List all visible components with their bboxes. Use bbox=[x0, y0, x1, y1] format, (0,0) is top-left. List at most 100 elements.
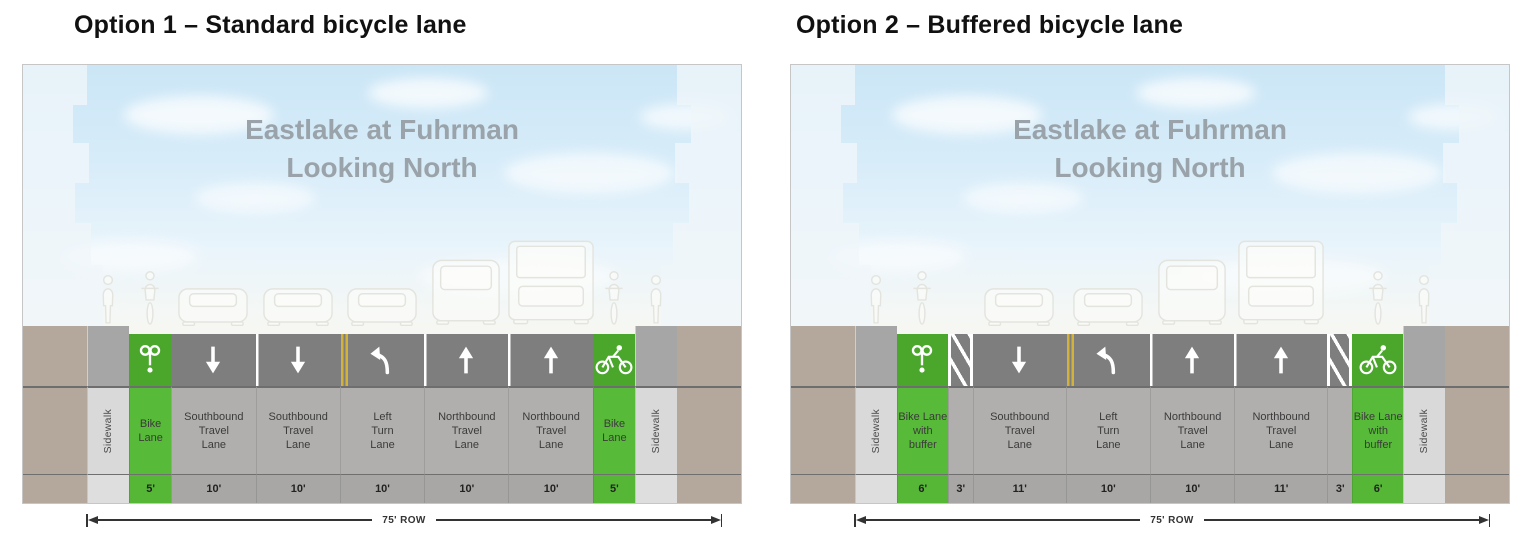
road-surface-travel bbox=[339, 334, 425, 386]
lane-label: Bike Lane with buffer bbox=[898, 410, 948, 452]
lane-width-value: 10' bbox=[1100, 483, 1116, 495]
lane-width-value: 3' bbox=[956, 483, 966, 495]
lane-width-value: 11' bbox=[1274, 483, 1289, 495]
lane-column-travel: Northbound Travel Lane 10' bbox=[424, 65, 509, 503]
row-width-dimension: 75' ROW bbox=[854, 511, 1490, 529]
sidewalk-surface bbox=[855, 326, 897, 386]
lane-label: Sidewalk bbox=[869, 408, 882, 454]
road-surface-bike bbox=[1352, 334, 1403, 386]
lane-label-cell bbox=[23, 386, 87, 474]
dimension-tick bbox=[86, 513, 88, 527]
building-frontage-strip bbox=[676, 326, 741, 386]
dimension-tick bbox=[720, 513, 722, 527]
lane-label: Northbound Travel Lane bbox=[1163, 410, 1222, 452]
lane-label-cell bbox=[676, 386, 741, 474]
lane-label-cell: Southbound Travel Lane bbox=[972, 386, 1066, 474]
car-silhouette bbox=[346, 279, 418, 327]
cloud bbox=[367, 78, 488, 109]
lane-label-cell: Northbound Travel Lane bbox=[508, 386, 593, 474]
watermark-line-2: Looking North bbox=[286, 151, 478, 183]
lane-column-edge bbox=[23, 65, 87, 503]
lane-label: Northbound Travel Lane bbox=[1252, 410, 1310, 452]
lane-column-travel: Left Turn Lane 10' bbox=[1065, 65, 1150, 503]
lane-label-cell: Northbound Travel Lane bbox=[1149, 386, 1235, 474]
lane-width-value: 10' bbox=[1185, 483, 1201, 495]
cyclist-silhouette bbox=[602, 270, 626, 326]
lane-column-buffer: 3' bbox=[1327, 65, 1353, 503]
road-surface-bike bbox=[129, 334, 172, 386]
arrow-down-icon bbox=[1007, 344, 1031, 376]
watermark-line-1: Eastlake at Fuhrman bbox=[1013, 114, 1287, 145]
lane-width-value: 6' bbox=[918, 483, 928, 495]
lane-width-value: 3' bbox=[1335, 483, 1345, 495]
lane-sky-area bbox=[1150, 65, 1234, 326]
road-surface-travel bbox=[255, 334, 340, 386]
lane-width-cell bbox=[676, 474, 741, 503]
arrow-down-icon bbox=[201, 344, 225, 376]
lane-width-cell: 10' bbox=[255, 474, 340, 503]
lane-label: Northbound Travel Lane bbox=[438, 410, 496, 452]
building-frontage-strip bbox=[791, 326, 855, 386]
lane-label-cell: Northbound Travel Lane bbox=[1234, 386, 1328, 474]
pedestrian-silhouette bbox=[867, 274, 886, 326]
car-silhouette bbox=[983, 279, 1055, 327]
lane-sky-area bbox=[256, 65, 340, 327]
lane-label-cell: Sidewalk bbox=[1402, 386, 1445, 474]
arrow-down-icon bbox=[286, 344, 310, 376]
cloud bbox=[195, 183, 316, 214]
road-band bbox=[1234, 326, 1328, 386]
road-surface-bike bbox=[592, 334, 635, 386]
lane-width-cell: 5' bbox=[129, 474, 172, 503]
lane-column-edge bbox=[1444, 65, 1509, 503]
car-silhouette bbox=[177, 279, 249, 327]
arrowhead-left-icon bbox=[87, 516, 98, 524]
arrow-up-icon bbox=[454, 344, 478, 376]
road-surface-travel bbox=[1065, 334, 1150, 386]
lane-label: Southbound Travel Lane bbox=[990, 410, 1050, 452]
lane-width-cell: 3' bbox=[947, 474, 973, 503]
lane-label: Bike Lane with buffer bbox=[1353, 410, 1403, 452]
lane-label-cell bbox=[947, 386, 973, 474]
diagram-watermark: Eastlake at Fuhrman Looking North bbox=[791, 111, 1509, 187]
lane-column-edge bbox=[676, 65, 741, 503]
lane-sky-area bbox=[677, 65, 741, 326]
dimension-line bbox=[97, 519, 373, 521]
lane-column-edge bbox=[791, 65, 855, 503]
road-surface-travel bbox=[424, 334, 509, 386]
lane-width-value: 10' bbox=[459, 483, 475, 495]
car-silhouette bbox=[1072, 279, 1144, 327]
lane-label: Left Turn Lane bbox=[1096, 410, 1121, 452]
arrow-up-icon bbox=[1269, 344, 1293, 376]
lane-sky-area bbox=[897, 65, 948, 326]
lane-sky-area bbox=[1352, 65, 1403, 326]
sidewalk-surface bbox=[87, 326, 129, 386]
cloud bbox=[1272, 152, 1443, 193]
road-band bbox=[1149, 326, 1235, 386]
dimension-line bbox=[865, 519, 1141, 521]
van-silhouette bbox=[429, 257, 503, 326]
road-band bbox=[592, 326, 635, 386]
lane-column-buffer: 3' bbox=[947, 65, 973, 503]
lane-column-sidewalk: Sidewalk bbox=[855, 65, 897, 503]
row-width-label: 75' ROW bbox=[382, 514, 426, 526]
lane-label-cell: Bike Lane bbox=[592, 386, 635, 474]
lane-sky-area bbox=[635, 65, 677, 326]
arrowhead-right-icon bbox=[1478, 516, 1489, 524]
van-silhouette bbox=[1155, 257, 1229, 326]
cyclist-silhouette bbox=[1366, 270, 1390, 326]
arrow-left-turn-icon bbox=[1093, 344, 1123, 376]
lane-label: Sidewalk bbox=[1417, 408, 1430, 454]
lane-sky-area bbox=[1327, 65, 1352, 326]
lane-sky-area bbox=[340, 65, 424, 327]
lane-sky-area bbox=[855, 65, 897, 326]
lane-label-cell: Northbound Travel Lane bbox=[424, 386, 509, 474]
lane-width-value: 6' bbox=[1373, 483, 1383, 495]
lane-width-cell: 10' bbox=[508, 474, 593, 503]
lane-label-cell: Left Turn Lane bbox=[1065, 386, 1150, 474]
watermark-line-1: Eastlake at Fuhrman bbox=[245, 114, 519, 145]
